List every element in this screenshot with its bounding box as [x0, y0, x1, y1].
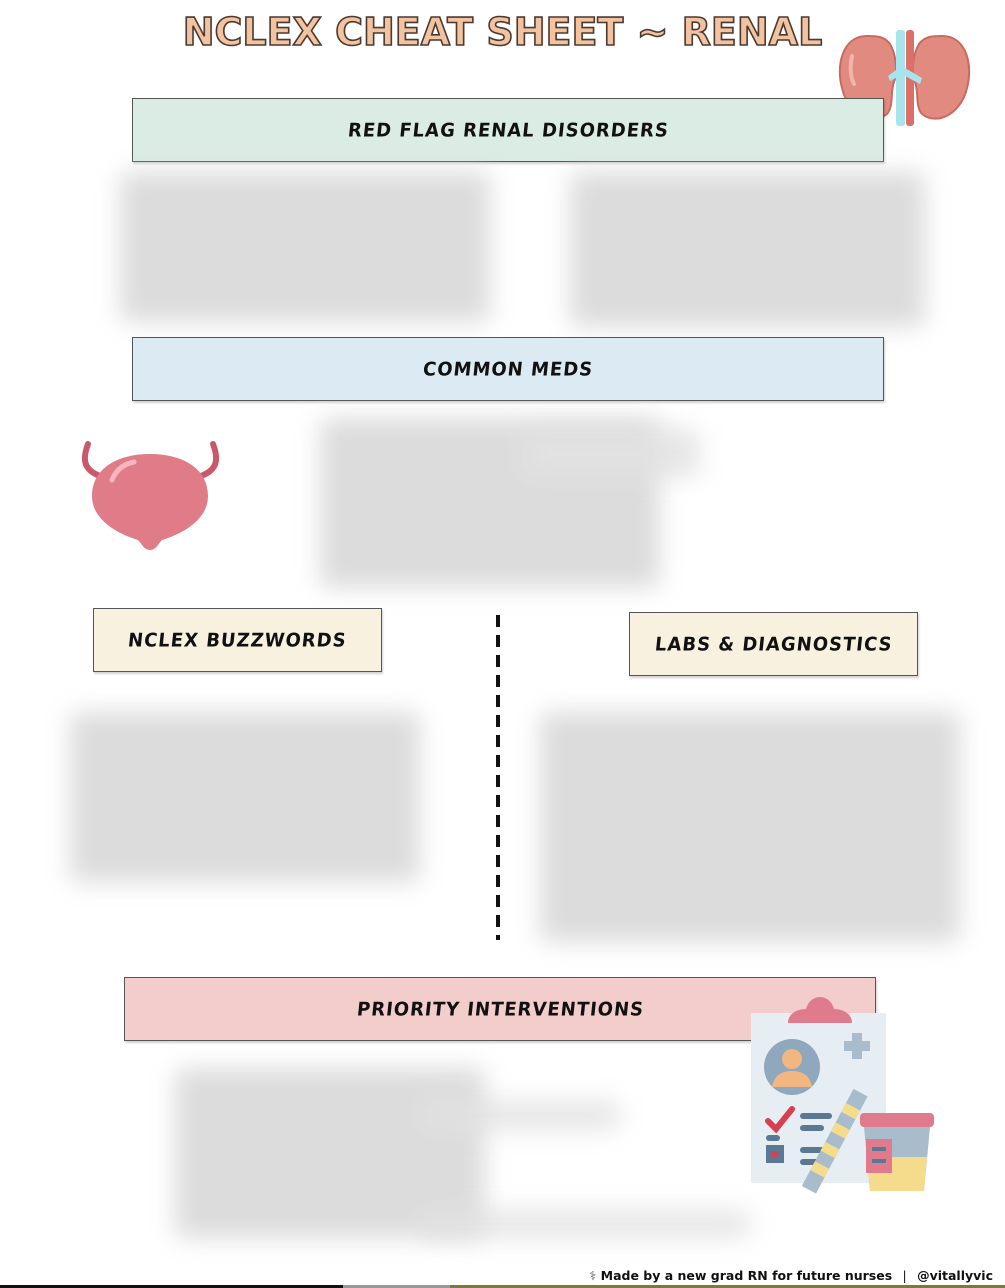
- section-header-common-meds: COMMON MEDS: [132, 337, 884, 401]
- footer-credit: ⚕ Made by a new grad RN for future nurse…: [590, 1268, 994, 1283]
- medical-clipboard-icon: [748, 995, 938, 1195]
- section-title: RED FLAG RENAL DISORDERS: [346, 118, 670, 142]
- redacted-content-common-meds-line: [520, 428, 700, 478]
- section-header-labs: LABS & DIAGNOSTICS: [629, 612, 918, 676]
- footer-separator: |: [902, 1268, 907, 1283]
- redacted-content-priority-lines: [420, 1210, 750, 1238]
- section-header-red-flag: RED FLAG RENAL DISORDERS: [132, 98, 884, 162]
- redacted-content-buzzwords: [70, 712, 420, 882]
- section-title: PRIORITY INTERVENTIONS: [355, 997, 645, 1021]
- footer-credit-text: Made by a new grad RN for future nurses: [600, 1268, 893, 1283]
- section-title: LABS & DIAGNOSTICS: [653, 632, 894, 656]
- section-title: NCLEX BUZZWORDS: [127, 628, 348, 652]
- redacted-content-labs: [540, 712, 960, 942]
- redacted-content-priority-lines: [420, 1100, 620, 1130]
- redacted-content-priority: [175, 1068, 485, 1238]
- stethoscope-icon: ⚕: [589, 1268, 597, 1283]
- page-title: NCLEX CHEAT SHEET ~ RENAL: [182, 9, 823, 55]
- bladder-icon: [78, 440, 223, 555]
- redacted-content-red-flag-left: [120, 172, 490, 322]
- section-header-buzzwords: NCLEX BUZZWORDS: [93, 608, 382, 672]
- column-divider: [496, 615, 500, 940]
- bottom-edge-bar: [0, 1285, 1005, 1288]
- footer-handle: @vitallyvic: [917, 1268, 993, 1283]
- redacted-content-red-flag-right: [570, 172, 925, 327]
- section-title: COMMON MEDS: [421, 357, 595, 381]
- section-header-priority: PRIORITY INTERVENTIONS: [124, 977, 876, 1041]
